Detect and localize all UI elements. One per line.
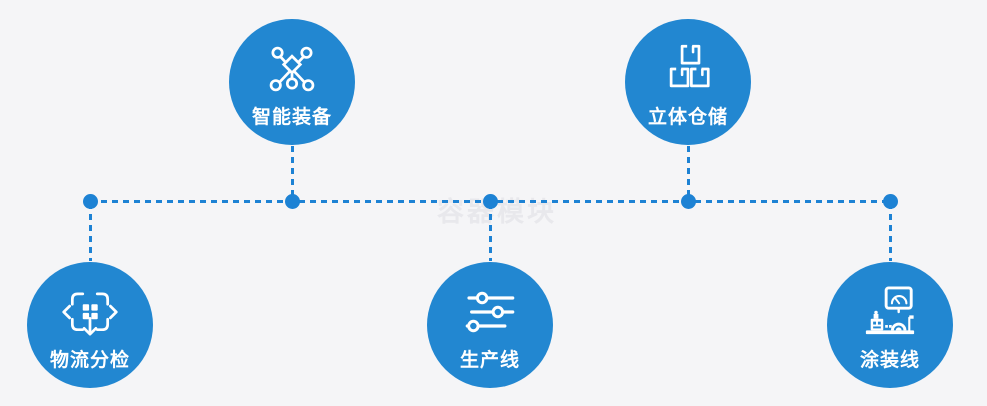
node-label: 立体仓储 [647, 107, 728, 128]
branch-line-painting [888, 203, 892, 261]
branch-line-smart-equipment [290, 146, 294, 200]
branch-line-warehouse [686, 146, 690, 200]
node-label: 物流分检 [49, 350, 130, 371]
connector-dot-5 [882, 193, 898, 209]
node-warehouse: 立体仓储 [625, 19, 751, 145]
node-smart-equipment: 智能装备 [229, 19, 355, 145]
watermark-text: 容器模块 [437, 197, 557, 227]
sliders-icon [462, 286, 518, 338]
node-production-line: 生产线 [427, 262, 553, 388]
stacked-boxes-icon [661, 43, 715, 95]
node-bubble: 智能装备 [229, 19, 355, 145]
node-bubble: 涂装线 [827, 262, 953, 388]
network-nodes-icon [263, 43, 321, 95]
connector-dot-3 [482, 193, 498, 209]
node-painting-line: 涂装线 [827, 262, 953, 388]
node-logistics-sorting: 物流分检 [27, 262, 153, 388]
branch-line-logistics [88, 203, 92, 261]
connector-dot-4 [680, 193, 696, 209]
branch-line-production [488, 203, 492, 261]
machine-monitor-icon [859, 286, 921, 338]
connector-dot-2 [284, 193, 300, 209]
node-bubble: 物流分检 [27, 262, 153, 388]
move-sort-icon [61, 286, 119, 338]
node-label: 生产线 [459, 350, 520, 371]
node-bubble: 生产线 [427, 262, 553, 388]
connector-dot-1 [82, 193, 98, 209]
node-bubble: 立体仓储 [625, 19, 751, 145]
node-label: 智能装备 [251, 107, 332, 128]
node-label: 涂装线 [859, 350, 920, 371]
